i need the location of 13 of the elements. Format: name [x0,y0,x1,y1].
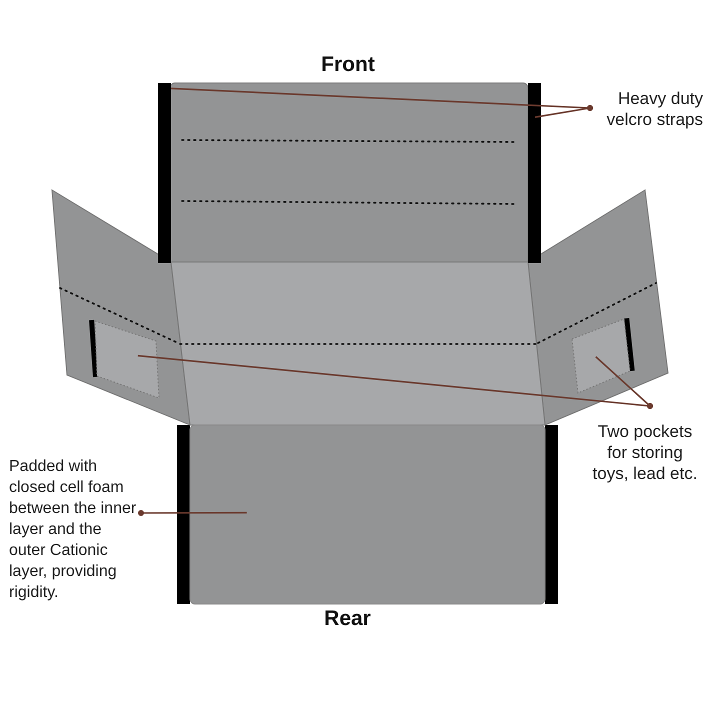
rear-panel [190,424,546,604]
leader-line [138,510,247,516]
panel-label: Front [321,53,375,77]
panel-label: Rear [324,607,371,631]
callout-text: Two pockets for storing toys, lead etc. [587,421,703,484]
pocket [94,320,160,399]
leader-line [595,356,653,409]
pocket [571,318,631,394]
callout-text: Heavy duty velcro straps [597,88,703,130]
callout-text: Padded with closed cell foam between the inner layer and the outer Cationic layer, providing rigidity. [9,456,137,603]
velcro-strap [158,83,171,263]
velcro-strap [528,83,541,263]
leader-line [534,105,593,118]
